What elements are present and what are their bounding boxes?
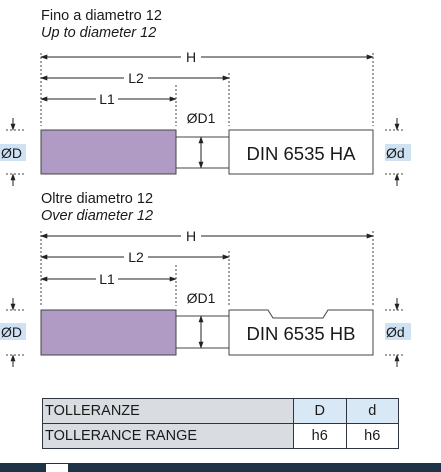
section-b-drawing: H L2 L1 ØD1 DIN 6535 HB ØD Ød xyxy=(0,228,411,367)
section-b-l2-label: L2 xyxy=(128,249,144,265)
section-a-d-big-label: ØD xyxy=(1,145,22,161)
section-b-header: Oltre diametro 12 Over diameter 12 xyxy=(41,191,153,225)
section-b-part-label: DIN 6535 HB xyxy=(247,323,356,344)
section-a-title-it: Fino a diametro 12 xyxy=(41,8,162,24)
tolerance-col-small-d-header: d xyxy=(345,398,399,424)
section-b-title-en: Over diameter 12 xyxy=(41,208,154,224)
section-b-h-label: H xyxy=(186,228,196,244)
section-a-d1-label: ØD1 xyxy=(187,110,216,126)
section-b-title-it: Oltre diametro 12 xyxy=(41,191,154,207)
section-b-shank xyxy=(228,309,374,356)
section-a-h-label: H xyxy=(186,49,196,65)
section-b-cutting-body xyxy=(40,309,177,356)
section-a-d-small-label: Ød xyxy=(386,145,405,161)
section-a-d-highlight xyxy=(0,144,26,161)
section-b-d-highlight xyxy=(0,323,26,340)
section-a-part-label: DIN 6535 HA xyxy=(247,143,357,164)
section-a-drawing: H L2 L1 ØD1 DIN 6535 HA ØD Ød xyxy=(0,49,411,186)
tolerance-table: TOLLERANZE D d TOLLERANCE RANGE h6 h6 xyxy=(42,398,399,449)
section-b-d-big-label: ØD xyxy=(1,324,22,340)
tolerance-label-it: TOLLERANZE xyxy=(42,398,294,424)
tolerance-header-row: TOLLERANZE D d xyxy=(42,398,399,424)
section-a-small-d-highlight xyxy=(385,144,411,161)
tolerance-value-row: TOLLERANCE RANGE h6 h6 xyxy=(42,423,399,449)
section-a-title-en: Up to diameter 12 xyxy=(41,25,157,41)
tolerance-col-d-value: h6 xyxy=(293,423,347,449)
tolerance-col-small-d-value: h6 xyxy=(345,423,399,449)
section-b-small-d-highlight xyxy=(385,323,411,340)
section-b-d-small-label: Ød xyxy=(386,324,405,340)
section-b-d1-label: ØD1 xyxy=(187,290,216,306)
tolerance-label-en: TOLLERANCE RANGE xyxy=(42,423,294,449)
bottom-bar-notch xyxy=(46,464,68,472)
bottom-bar xyxy=(0,463,441,472)
tolerance-col-d-header: D xyxy=(293,398,347,424)
section-a-shank xyxy=(228,129,374,175)
section-a-header: Fino a diametro 12 Up to diameter 12 xyxy=(41,8,162,42)
section-a-cutting-body xyxy=(40,129,177,175)
section-a-l1-label: L1 xyxy=(99,91,115,107)
section-b-l1-label: L1 xyxy=(99,271,115,287)
section-a-l2-label: L2 xyxy=(128,70,144,86)
